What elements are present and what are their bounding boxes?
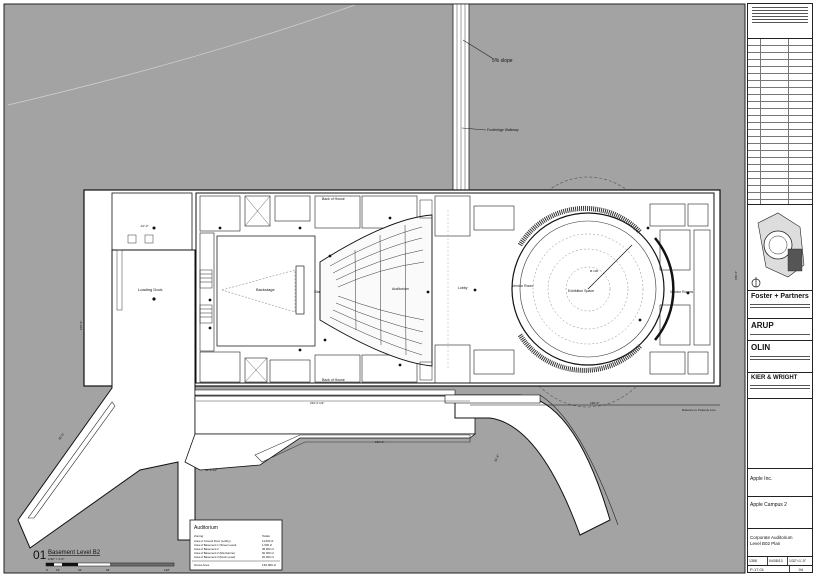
job-number: 1358 — [748, 557, 768, 565]
svg-text:150'-0": 150'-0" — [375, 440, 384, 444]
property-curve — [7, 4, 356, 106]
revision-table — [748, 38, 812, 207]
architect-name: Foster + Partners — [751, 293, 809, 300]
sheet-scale: 1/32"=1'-0" — [788, 559, 807, 563]
back-of-house-top-label: Back of House — [322, 197, 345, 201]
svg-text:100'-0": 100'-0" — [79, 321, 83, 330]
loading-dock-details: -10'-0" — [116, 224, 156, 311]
scale-tick: 0' — [46, 568, 49, 572]
stair-cores — [199, 199, 433, 381]
area-row-label: Area of Basement 1 (Street Level) — [194, 543, 236, 547]
svg-text:150'-6": 150'-6" — [734, 271, 738, 280]
client-block: Apple Inc. — [748, 468, 812, 496]
blank-area — [748, 398, 812, 468]
svg-text:Zoning: Zoning — [194, 534, 204, 538]
exhibition-label: Exhibition Space — [568, 289, 594, 293]
lobby-label: Lobby — [458, 286, 468, 290]
date: 04/08/13 — [768, 557, 788, 565]
drawing-number: P-17.01 — [748, 566, 790, 572]
auditorium-label: Auditorium — [392, 287, 409, 291]
area-row-value: 20,000 sf — [262, 555, 274, 559]
svg-text:40'-0 1/2": 40'-0 1/2" — [205, 468, 218, 472]
job-info-row: 1358 04/08/13 1/32"=1'-0" — [748, 556, 812, 565]
drawing-number-row: P-17.01 04 — [748, 565, 812, 572]
plan-label: 01 Basement Level B2 1/32" = 1'-0" 0' 16… — [33, 548, 175, 572]
dimensions: 220'-0 1/2" 130'-0" 150'-0" 40'-0 1/2" 3… — [58, 271, 738, 472]
backstage-room — [216, 235, 316, 347]
diameter-label: Ø 100' — [590, 269, 599, 273]
back-of-house-bottom-label: Back of House — [322, 378, 345, 382]
area-row-value: 11,000 sf — [262, 539, 274, 543]
general-notes — [748, 4, 812, 38]
scale-tick: 128' — [164, 568, 170, 572]
plan-title: Basement Level B2 — [48, 550, 101, 556]
elevation-markers — [208, 216, 690, 367]
svg-text:220'-0 1/2": 220'-0 1/2" — [310, 401, 324, 405]
project-block: Apple Campus 2 — [748, 496, 812, 528]
scale-tick: 32' — [78, 568, 82, 572]
svg-text:Gross Area: Gross Area — [194, 563, 209, 567]
svg-text:80'-0": 80'-0" — [58, 432, 66, 441]
svg-text:Vendor Rooms: Vendor Rooms — [670, 290, 693, 294]
svg-text:Distance to Property Line: Distance to Property Line — [682, 408, 716, 412]
area-row-value: 38,000 sf — [262, 547, 274, 551]
east-rooms — [649, 203, 711, 375]
area-table-title: Auditorium — [194, 525, 218, 531]
ramp-platform — [194, 395, 476, 435]
auditorium-seating — [319, 214, 433, 367]
back-of-house-bottom — [199, 351, 418, 383]
scale-tick: 16' — [56, 568, 60, 572]
revision-number: 04 — [798, 567, 804, 572]
svg-text:130,000 sf: 130,000 sf — [262, 563, 276, 567]
title-block: Foster + Partners ARUP OLIN KIER & WRIGH… — [747, 3, 813, 573]
project-name: Apple Campus 2 — [750, 502, 787, 508]
sheet-title-1: Corporate Auditorium — [750, 535, 793, 540]
landscape-block: OLIN — [748, 340, 812, 372]
svg-text:-10'-0": -10'-0" — [140, 224, 149, 228]
engineer-block: ARUP — [748, 318, 812, 340]
area-row-label: Area of Basement 2 — [194, 547, 219, 551]
area-row-label: Area of Ground Floor (Lobby) — [194, 539, 231, 543]
engineer-name: ARUP — [751, 321, 774, 330]
vendor-room-label: Vendor Room — [512, 284, 533, 288]
area-row-value: 1,500 sf — [262, 543, 272, 547]
area-row-label: Area of Basement 2 (Mezzanine) — [194, 551, 235, 555]
architect-block: Foster + Partners — [748, 290, 812, 318]
svg-text:Totals: Totals — [262, 534, 270, 538]
walkway-label: Footbridge Walkway — [487, 128, 519, 132]
client-name: Apple Inc. — [750, 476, 773, 482]
footbridge — [452, 3, 470, 195]
svg-text:130'-0": 130'-0" — [590, 401, 599, 405]
slope-label: 5% slope — [492, 58, 513, 64]
area-row-value: 60,000 sf — [262, 551, 274, 555]
scale-tick: 64' — [106, 568, 110, 572]
key-plan — [748, 204, 812, 291]
exhibition-hall — [511, 205, 675, 373]
svg-text:32'-6": 32'-6" — [493, 454, 500, 463]
plan-scale: 1/32" = 1'-0" — [48, 557, 64, 561]
contractor-block: KIER & WRIGHT — [748, 372, 812, 398]
area-row-label: Area of Basement 3 (Dock Level) — [194, 555, 235, 559]
loading-dock-label: Loading Dock — [138, 287, 162, 292]
sheet-title-2: Level B02 Plan — [750, 540, 781, 546]
sheet-title-block: Corporate Auditorium Level B02 Plan — [748, 528, 812, 556]
contractor-name: KIER & WRIGHT — [751, 375, 798, 381]
backstage-label: Backstage — [256, 287, 275, 292]
landscape-name: OLIN — [751, 343, 771, 352]
vehicle-ramp — [454, 394, 611, 536]
plan-number: 01 — [33, 548, 47, 562]
key-plan-map — [748, 205, 812, 291]
area-table: Auditorium Zoning Totals Area of Ground … — [189, 519, 283, 571]
